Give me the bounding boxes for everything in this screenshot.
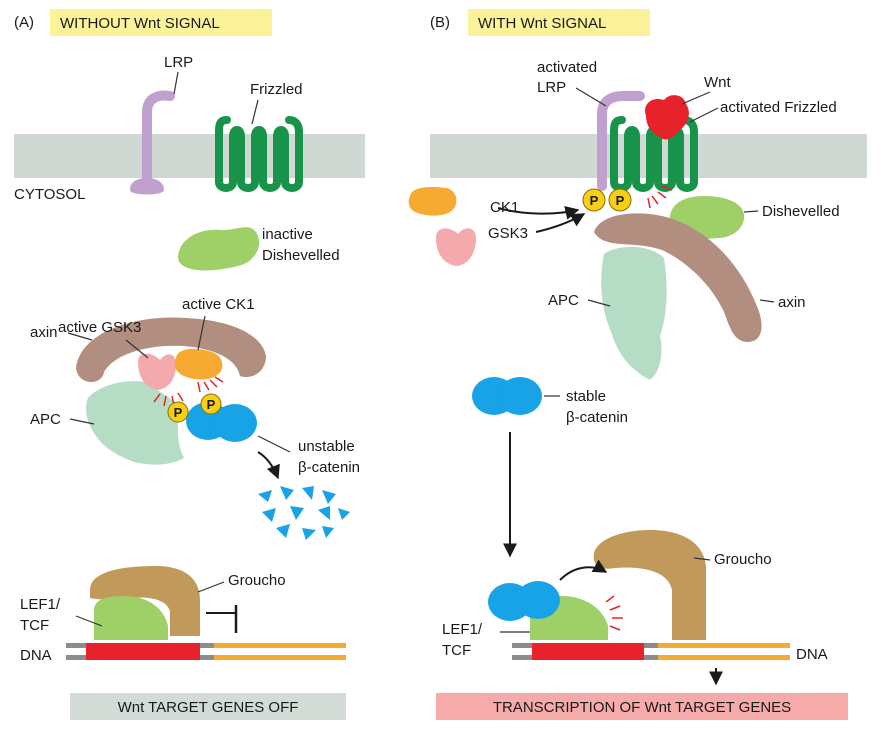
ck1-active (174, 348, 223, 380)
activated-lrp-label-2: LRP (537, 79, 566, 96)
lef1-label-b-1: LEF1/ (442, 621, 483, 638)
lrp-receptor-b (597, 91, 645, 191)
apc-label-b: APC (548, 292, 579, 309)
groucho-label-b: Groucho (714, 551, 772, 568)
panel-a-letter: (A) (14, 14, 34, 31)
footer-b-box (436, 693, 848, 720)
inactive-dsh-label-1: inactive (262, 226, 313, 243)
ck1-label-b: CK1 (490, 199, 519, 216)
panel-a-title-box (50, 9, 272, 36)
lrp-receptor-a (130, 90, 175, 195)
axin-a (76, 317, 266, 383)
stable-bcat-label-1: stable (566, 388, 606, 405)
gsk3-label-b: GSK3 (488, 225, 528, 242)
lef1-label-a-2: TCF (20, 617, 49, 634)
wnt-label: Wnt (704, 74, 732, 91)
unstable-bcat-label-1: unstable (298, 438, 355, 455)
unstable-bcat-label-2: β-catenin (298, 459, 360, 476)
groucho-label-a: Groucho (228, 572, 286, 589)
panel-b-letter: (B) (430, 14, 450, 31)
svg-text:P: P (616, 193, 625, 208)
dna-b (512, 643, 790, 660)
gsk3-active (138, 353, 176, 390)
activation-burst-b (605, 595, 623, 631)
footer-b: TRANSCRIPTION OF Wnt TARGET GENES (493, 699, 791, 716)
membrane-a (14, 134, 365, 178)
panel-b-title-box (468, 9, 650, 36)
groucho-b (593, 530, 706, 640)
active-ck1-label: active CK1 (182, 296, 255, 313)
active-gsk3-label: active GSK3 (58, 319, 141, 336)
dna-label-b: DNA (796, 646, 828, 663)
panel-b: (B) WITH Wnt SIGNAL activated LRP Wnt ac… (408, 9, 867, 720)
svg-text:P: P (207, 397, 216, 412)
apc-a (86, 381, 184, 465)
beta-catenin-unstable (186, 402, 257, 442)
activated-frizzled-label: activated Frizzled (720, 99, 837, 116)
beta-catenin-nuclear (488, 581, 560, 621)
phospho-group-a-2: P (200, 393, 222, 415)
phosphorylation-burst-a (153, 376, 224, 407)
activated-lrp-label-1: activated (537, 59, 597, 76)
phospho-group-b-2: P (608, 188, 632, 212)
svg-text:P: P (590, 193, 599, 208)
phospho-group-b-1: P (582, 188, 606, 212)
dishevelled-label-b: Dishevelled (762, 203, 840, 220)
axin-label-b: axin (778, 294, 806, 311)
dishevelled-inactive (178, 227, 260, 271)
ck1-arrow (497, 206, 580, 220)
frizzled-receptor-a (219, 120, 299, 188)
panel-a: (A) WITHOUT Wnt SIGNAL CYTOSOL LRP Frizz… (14, 9, 365, 720)
inactive-dsh-label-2: Dishevelled (262, 247, 340, 264)
apc-label-a: APC (30, 411, 61, 428)
panel-b-title: WITH Wnt SIGNAL (478, 15, 606, 32)
phospho-group-a-1: P (167, 401, 189, 423)
apc-b (601, 246, 667, 380)
degraded-beta-catenin (258, 486, 350, 540)
frizzled-label-a: Frizzled (250, 81, 303, 98)
dna-a (66, 643, 346, 660)
dna-label-a: DNA (20, 647, 52, 664)
lrp-label-a: LRP (164, 54, 193, 71)
footer-a: Wnt TARGET GENES OFF (118, 699, 299, 716)
cytosol-label: CYTOSOL (14, 186, 85, 203)
axin-b (594, 213, 762, 342)
stable-bcat-label-2: β-catenin (566, 409, 628, 426)
beta-catenin-stable (472, 377, 542, 415)
groucho-a (90, 566, 200, 636)
axin-label-a: axin (30, 324, 58, 341)
wnt-ligand (645, 95, 689, 140)
degradation-arrow (257, 451, 280, 480)
lef1-label-a-1: LEF1/ (20, 596, 61, 613)
panel-a-title: WITHOUT Wnt SIGNAL (60, 15, 220, 32)
lef1-tcf-a (94, 596, 168, 640)
footer-a-box (70, 693, 346, 720)
groucho-displacement-arrow (559, 559, 608, 581)
lef1-label-b-2: TCF (442, 642, 471, 659)
ck1-b (408, 186, 457, 216)
svg-text:P: P (174, 405, 183, 420)
gsk3-arrow (535, 213, 586, 233)
gsk3-b (436, 228, 476, 266)
phosphorylation-burst-b (647, 185, 673, 209)
